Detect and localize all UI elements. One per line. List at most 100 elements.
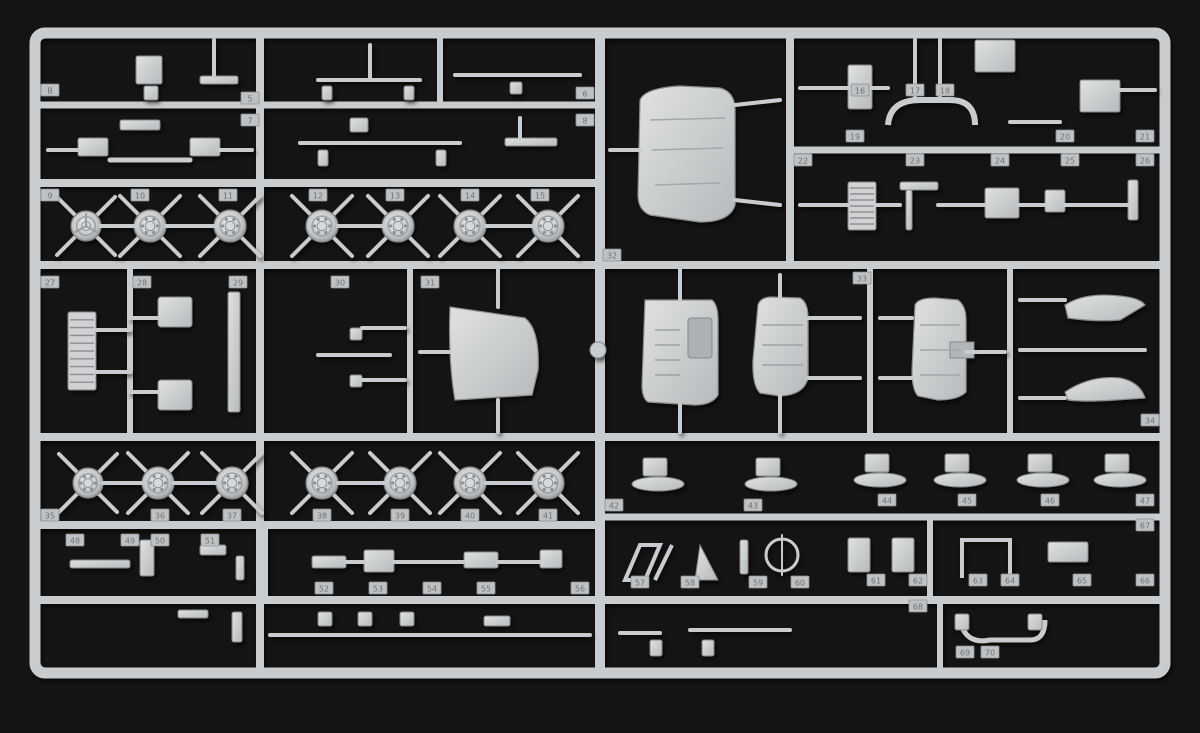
hub-center: [395, 478, 405, 488]
part-number-tag: 32: [603, 249, 621, 261]
tag-number: 17: [910, 87, 920, 96]
part-number-tag: 19: [846, 130, 864, 142]
part-number-tag: 39: [391, 509, 409, 521]
bracket: [120, 120, 160, 130]
lug: [465, 475, 468, 478]
cab-rear-panel: [753, 297, 808, 396]
lug: [393, 231, 396, 234]
small-part: [484, 616, 510, 626]
part-number-tag: 59: [749, 576, 767, 588]
part-number-tag: 47: [1136, 494, 1154, 506]
lug: [543, 231, 546, 234]
lug: [400, 231, 403, 234]
lug: [461, 481, 464, 484]
lug: [472, 475, 475, 478]
tag-number: 30: [335, 279, 345, 288]
tag-number: 26: [1140, 157, 1150, 166]
tag-number: 15: [535, 192, 545, 201]
panel: [892, 538, 914, 572]
lug: [324, 475, 327, 478]
wheel-hub: [216, 467, 248, 499]
wheel-hub: [134, 210, 166, 242]
part-number-tag: 55: [477, 582, 495, 594]
lug: [550, 488, 553, 491]
lug: [156, 224, 159, 227]
tag-number: 38: [317, 512, 327, 521]
tag-number: 58: [685, 579, 695, 588]
tag-number: 53: [373, 585, 383, 594]
lug: [223, 481, 226, 484]
hub-center: [465, 478, 475, 488]
wheel-hub: [532, 467, 564, 499]
part-number-tag: 45: [958, 494, 976, 506]
part-number-tag: 17: [906, 84, 924, 96]
lug: [550, 218, 553, 221]
small-part: [510, 82, 522, 94]
small-part: [650, 640, 662, 656]
part-number-tag: 49: [121, 534, 139, 546]
small-part: [350, 375, 362, 387]
bracket: [78, 138, 108, 156]
tag-number: 42: [609, 502, 619, 511]
lug: [400, 218, 403, 221]
tag-number: 69: [960, 649, 970, 658]
axle-mount: [643, 458, 667, 476]
seat: [1080, 80, 1120, 112]
lug: [472, 218, 475, 221]
part-number-tag: 13: [386, 189, 404, 201]
part-number-tag: 65: [1073, 574, 1091, 586]
lug: [550, 475, 553, 478]
tag-number: B: [47, 87, 53, 96]
tag-number: 19: [850, 133, 860, 142]
battery-box: [1048, 542, 1088, 562]
wheel-hub: [73, 468, 103, 498]
small-part: [350, 328, 362, 340]
part-number-tag: 23: [906, 154, 924, 166]
lug: [238, 481, 241, 484]
tag-number: 32: [607, 252, 617, 261]
part-number-tag: 18: [936, 84, 954, 96]
tag-number: 66: [1140, 577, 1150, 586]
part-number-tag: 38: [313, 509, 331, 521]
small-part: [322, 86, 332, 100]
small-part: [236, 556, 244, 580]
lug: [232, 218, 235, 221]
tag-number: 56: [575, 585, 585, 594]
axle-mount: [756, 458, 780, 476]
small-part: [1028, 614, 1042, 630]
part-number-tag: 22: [794, 154, 812, 166]
lug: [543, 475, 546, 478]
small-part: [144, 86, 158, 100]
tag-number: 61: [871, 577, 881, 586]
part-number-tag: 24: [991, 154, 1009, 166]
lug: [391, 481, 394, 484]
part-number-tag: 62: [909, 574, 927, 586]
wheel-hub: [306, 210, 338, 242]
lug: [234, 488, 237, 491]
lug: [389, 224, 392, 227]
lug: [313, 224, 316, 227]
tag-number: 25: [1065, 157, 1075, 166]
lug: [79, 481, 82, 484]
tag-number: 14: [465, 192, 475, 201]
tag-number: 45: [962, 497, 972, 506]
bracket: [1128, 180, 1138, 220]
tag-number: 59: [753, 579, 763, 588]
part-number-tag: 53: [369, 582, 387, 594]
spring-pad: [745, 477, 797, 491]
lug: [83, 488, 86, 491]
lug: [395, 488, 398, 491]
tag-number: 7: [247, 117, 252, 126]
lug: [90, 488, 93, 491]
lug: [324, 231, 327, 234]
axle-mount: [945, 454, 969, 472]
part-number-tag: 16: [851, 84, 869, 96]
bracket: [200, 545, 226, 555]
axle-mount: [1105, 454, 1129, 472]
part-number-tag: 33: [853, 272, 871, 284]
lug: [160, 475, 163, 478]
part-number-tag: 40: [461, 509, 479, 521]
part-number-tag: 61: [867, 574, 885, 586]
tag-number: 64: [1005, 577, 1015, 586]
lug: [317, 488, 320, 491]
